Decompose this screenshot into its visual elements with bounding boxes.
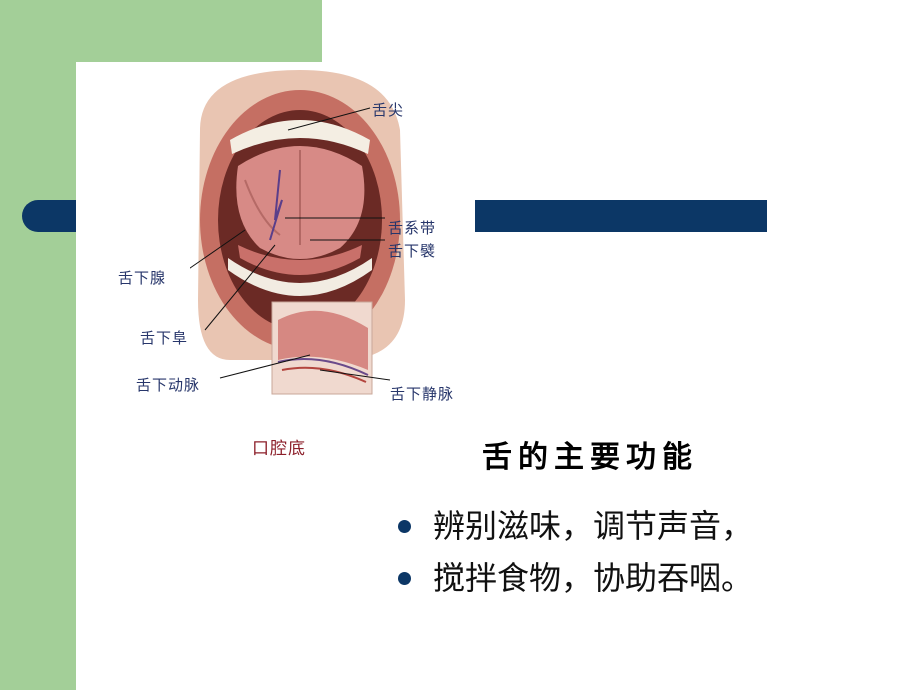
slide-title: 舌的主要功能 bbox=[482, 440, 698, 475]
green-bar-left bbox=[0, 0, 76, 690]
label-tongue-tip: 舌尖 bbox=[372, 101, 405, 119]
label-sublingual-fold: 舌下襞 bbox=[388, 242, 437, 260]
bullet-dot-icon bbox=[398, 519, 411, 533]
navy-bar-right bbox=[475, 200, 767, 232]
bullet-item: 辨别滋味，调节声音， bbox=[398, 500, 753, 552]
oral-cavity-illustration bbox=[190, 70, 405, 395]
bullet-dot-icon bbox=[398, 571, 411, 585]
bullet-item: 搅拌食物，协助吞咽。 bbox=[398, 552, 753, 604]
navy-bar-left bbox=[22, 200, 76, 232]
label-sublingual-gland: 舌下腺 bbox=[118, 269, 167, 287]
bullet-text: 搅拌食物，协助吞咽。 bbox=[433, 559, 754, 597]
label-sublingual-caruncle: 舌下阜 bbox=[140, 329, 189, 347]
bullet-list: 辨别滋味，调节声音， 搅拌食物，协助吞咽。 bbox=[398, 500, 753, 604]
label-frenulum: 舌系带 bbox=[388, 219, 437, 237]
figure-caption: 口腔底 bbox=[252, 439, 306, 459]
bullet-text: 辨别滋味，调节声音， bbox=[433, 507, 754, 545]
label-sublingual-vein: 舌下静脉 bbox=[390, 385, 455, 403]
label-sublingual-artery: 舌下动脉 bbox=[136, 376, 201, 394]
